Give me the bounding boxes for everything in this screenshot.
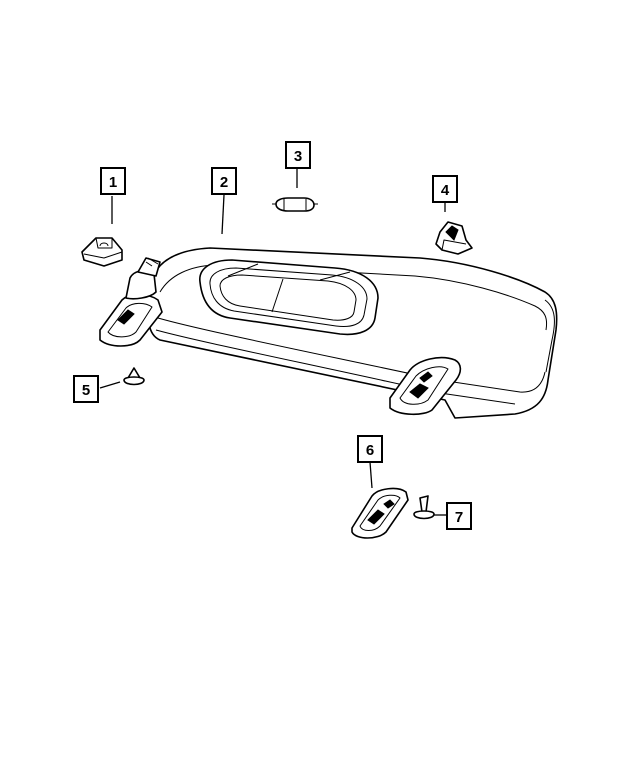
screw-left-drawing [123,367,145,386]
callout-label-5: 5 [82,382,90,399]
callout-label-1: 1 [109,174,117,191]
sun-visor-drawing [99,247,558,419]
leader-line-2 [221,194,225,235]
callout-1: 1 [100,167,126,195]
visor-bracket-drawing [351,487,409,539]
callout-7: 7 [446,502,472,530]
leader-line-5 [99,381,121,389]
callout-3: 3 [285,141,311,169]
callout-5: 5 [73,375,99,403]
vanity-lamp-bulb-drawing [272,197,318,212]
screw-right-drawing [413,495,435,520]
leader-line-6 [369,461,373,489]
visor-clip-left-drawing [81,237,123,267]
callout-6: 6 [357,435,383,463]
callout-2: 2 [211,167,237,195]
callout-label-4: 4 [441,182,450,199]
callout-label-2: 2 [220,174,228,191]
callout-label-3: 3 [294,148,302,165]
callout-label-7: 7 [455,509,463,526]
callout-4: 4 [432,175,458,203]
callout-label-6: 6 [366,442,374,459]
visor-clip-right-drawing [435,221,473,255]
